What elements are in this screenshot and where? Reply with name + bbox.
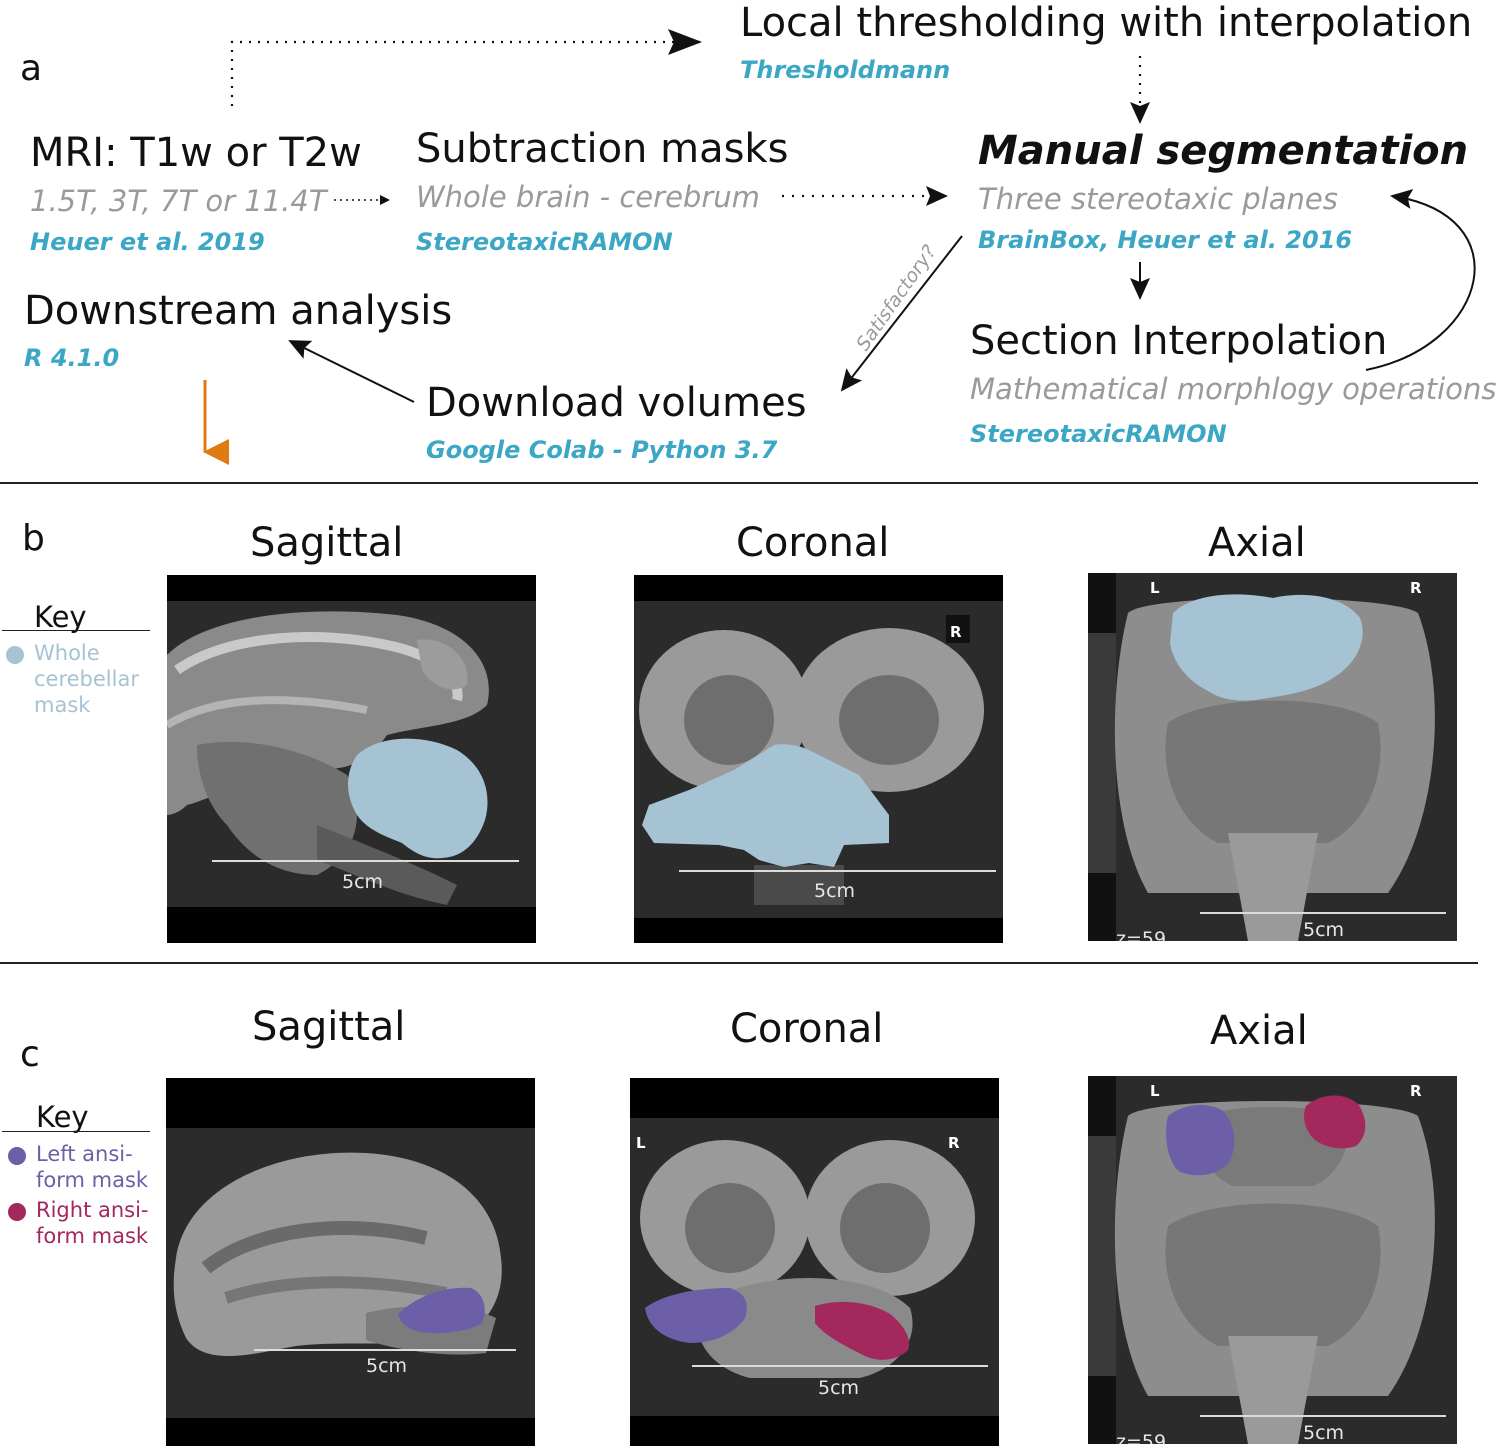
panel-c-letter: c <box>20 1034 40 1075</box>
key-label-cerebellar: Whole cerebellar mask <box>34 641 139 717</box>
orient-r: R <box>1410 579 1422 597</box>
panel-c-sagittal-scan: 5cm <box>166 1078 535 1446</box>
key-label-right-ansiform: Right ansi-form mask <box>36 1198 149 1248</box>
panel-b-key-title: Key <box>34 600 87 634</box>
panel-b-sagittal-scan: 5cm <box>167 575 536 943</box>
slice-label: z=59 <box>1116 1431 1166 1444</box>
key-swatch-cerebellar <box>6 646 24 664</box>
arrow-manual-to-download <box>840 235 963 392</box>
slice-label: z=59 <box>1116 928 1166 941</box>
cerebellar-mask-sagittal <box>348 738 488 859</box>
left-ansiform-mask-axial <box>1166 1104 1235 1176</box>
subtraction-subtitle: Whole brain - cerebrum <box>416 180 760 214</box>
orient-l: L <box>1150 579 1160 597</box>
edge-label-satisfactory: Satisfactory? <box>852 241 941 355</box>
downstream-title: Downstream analysis <box>24 288 453 334</box>
panel-a-letter: a <box>20 48 43 89</box>
cerebellar-mask-coronal <box>642 744 889 867</box>
subtraction-title: Subtraction masks <box>416 126 789 172</box>
left-ansiform-mask-sagittal <box>398 1287 485 1334</box>
orient-r: R <box>950 623 962 641</box>
scale-label: 5cm <box>818 1377 859 1399</box>
manual-tool: BrainBox, Heuer et al. 2016 <box>978 226 1353 254</box>
key-swatch-left-ansiform <box>8 1147 26 1165</box>
panel-c-coronal-scan: 5cm L R <box>630 1078 999 1446</box>
orient-l: L <box>636 1134 646 1152</box>
panel-b-coronal-scan: 5cm R <box>634 575 1003 943</box>
orient-l: L <box>1150 1082 1160 1100</box>
download-tool: Google Colab - Python 3.7 <box>426 436 778 464</box>
right-ansiform-mask-axial <box>1304 1095 1366 1149</box>
arrow-download-to-downstream <box>288 340 415 403</box>
panel-b-axial-scan: 5cm L R z=59 <box>1088 573 1457 941</box>
panel-b-coronal-title: Coronal <box>736 520 890 566</box>
scale-label: 5cm <box>1303 1422 1344 1444</box>
panel-c-sagittal-title: Sagittal <box>252 1004 406 1050</box>
manual-title: Manual segmentation <box>978 128 1469 174</box>
right-ansiform-mask-coronal <box>815 1301 910 1360</box>
downstream-tool: R 4.1.0 <box>24 344 120 372</box>
subtraction-tool: StereotaxicRAMON <box>416 228 673 256</box>
download-title: Download volumes <box>426 380 807 426</box>
divider-b-c <box>0 962 1478 964</box>
left-ansiform-mask-coronal <box>645 1288 747 1343</box>
threshold-tool: Thresholdmann <box>740 56 951 84</box>
interp-title: Section Interpolation <box>970 318 1388 364</box>
divider-a-b <box>0 482 1478 484</box>
scale-label: 5cm <box>814 880 855 902</box>
panel-b-key-rule <box>2 630 150 631</box>
panel-c-key-rule <box>2 1131 150 1132</box>
orient-r: R <box>1410 1082 1422 1100</box>
panel-c-coronal-title: Coronal <box>730 1006 884 1052</box>
flow-arrows: Satisfactory? <box>203 29 1476 465</box>
panel-c-key-title: Key <box>36 1100 89 1134</box>
panel-c-axial-title: Axial <box>1210 1008 1308 1054</box>
scale-label: 5cm <box>1303 919 1344 941</box>
mri-subtitle: 1.5T, 3T, 7T or 11.4T <box>30 184 327 218</box>
cerebellar-mask-axial <box>1170 594 1363 701</box>
scale-label: 5cm <box>366 1355 407 1377</box>
key-label-left-ansiform: Left ansi-form mask <box>36 1142 149 1192</box>
orient-r: R <box>948 1134 960 1152</box>
arrow-interp-loop <box>1365 189 1476 371</box>
mri-tool: Heuer et al. 2019 <box>30 228 265 256</box>
panel-b-axial-title: Axial <box>1208 520 1306 566</box>
panel-c-axial-scan: 5cm L R z=59 <box>1088 1076 1457 1444</box>
mri-title: MRI: T1w or T2w <box>30 130 362 176</box>
panel-b-sagittal-title: Sagittal <box>250 520 404 566</box>
key-swatch-right-ansiform <box>8 1203 26 1221</box>
panel-b-letter: b <box>22 518 45 559</box>
manual-subtitle: Three stereotaxic planes <box>978 182 1338 216</box>
arrow-mri-to-threshold <box>230 29 702 106</box>
threshold-title: Local thresholding with interpolation <box>740 0 1473 46</box>
interp-tool: StereotaxicRAMON <box>970 420 1227 448</box>
scale-label: 5cm <box>342 871 383 893</box>
interp-subtitle: Mathematical morphlogy operations <box>970 372 1497 406</box>
